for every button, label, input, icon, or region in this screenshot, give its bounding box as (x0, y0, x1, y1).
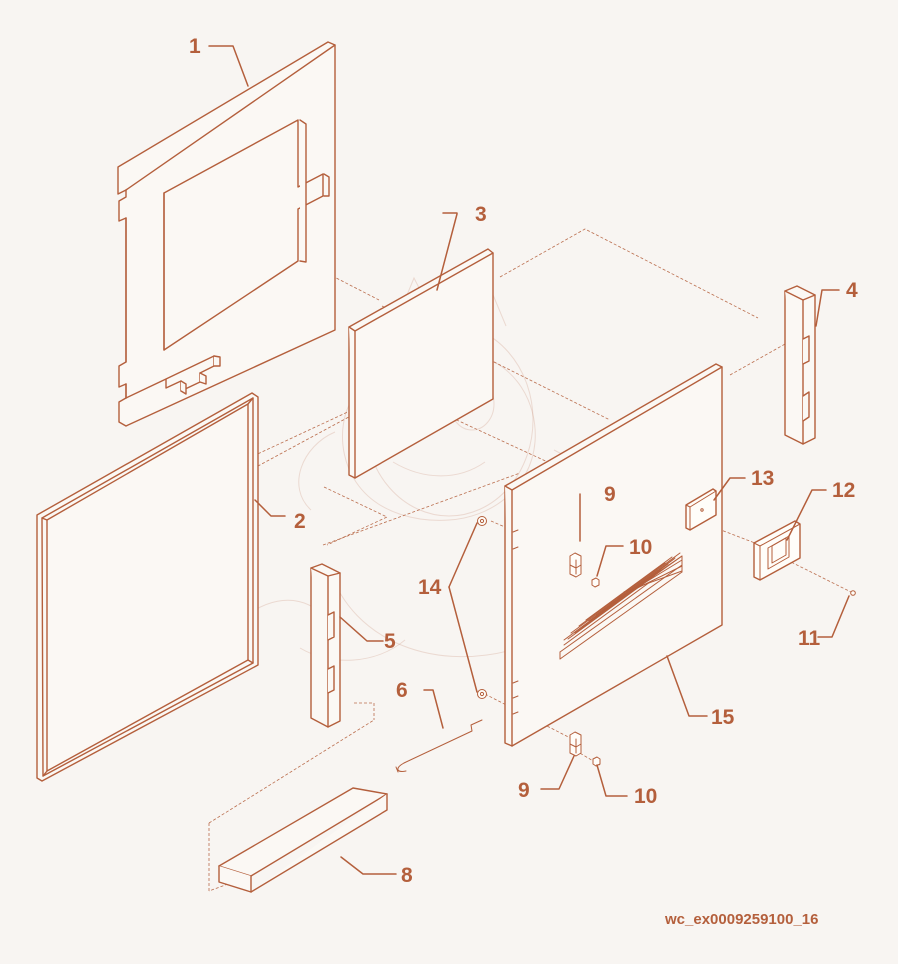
part-13-catch-plate (685, 488, 717, 531)
callout-4: 4 (846, 279, 858, 302)
callout-10-top: 10 (629, 536, 652, 559)
part-14-washers (477, 516, 487, 699)
part-12-latch-block (753, 520, 801, 581)
callout-12: 12 (832, 479, 855, 502)
callout-2: 2 (294, 510, 306, 533)
callout-9-bottom: 9 (518, 779, 530, 802)
part-11-pin (850, 590, 856, 596)
callout-leaders (208, 45, 850, 875)
figure-id: wc_ex0009259100_16 (664, 911, 819, 928)
callout-9-top: 9 (604, 483, 616, 506)
part-6-hook-rod (395, 719, 483, 773)
part-9-bottom-hinge (569, 731, 582, 757)
part-1-front-frame (117, 41, 336, 427)
callout-15: 15 (711, 706, 735, 729)
part-9-top-hinge (569, 552, 582, 578)
part-10-bottom-screw (592, 756, 601, 767)
part-10-top-screw (591, 577, 600, 588)
callout-8: 8 (401, 864, 413, 887)
callout-10-bottom: 10 (634, 785, 657, 808)
callout-5: 5 (384, 630, 396, 653)
part-15-front-panel (504, 363, 723, 747)
callout-1: 1 (189, 35, 201, 58)
callout-3: 3 (475, 203, 487, 226)
callout-6: 6 (396, 679, 408, 702)
callout-14: 14 (418, 576, 442, 599)
part-4-side-bracket-right (784, 285, 816, 445)
part-3-glass-panel (348, 248, 494, 479)
callout-labels: 1 2 3 4 5 6 8 9 10 11 12 13 14 9 10 15 (189, 35, 858, 887)
part-8-handle-bar (218, 787, 388, 893)
part-2-door-glass-frame (36, 392, 259, 782)
callout-13: 13 (751, 467, 774, 490)
callout-11: 11 (798, 627, 821, 650)
part-5-side-bracket-left (310, 563, 341, 728)
